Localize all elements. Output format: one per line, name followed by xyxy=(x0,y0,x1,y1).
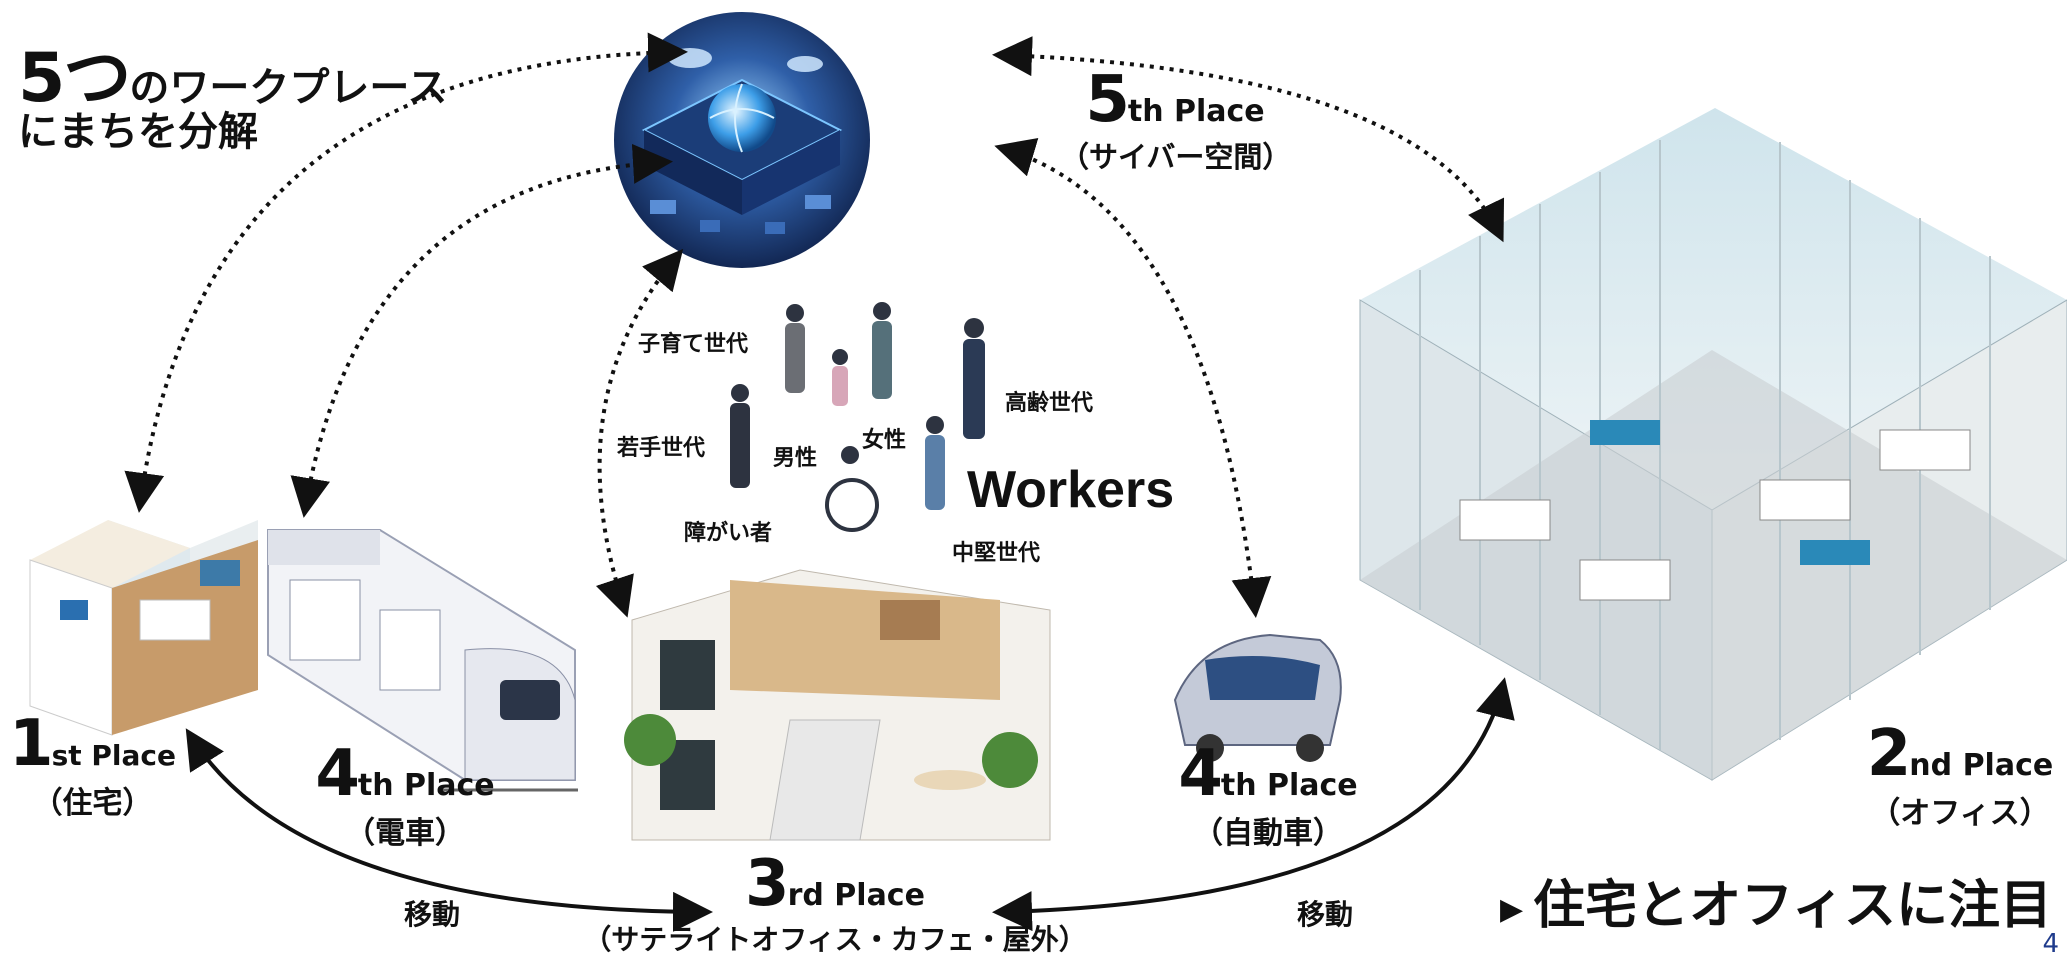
focus-callout: ▶住宅とオフィスに注目 xyxy=(1500,863,2052,938)
title-number: 5つ xyxy=(18,39,131,118)
cyber-space-illustration xyxy=(614,12,870,268)
place-5-sub: （サイバー空間） xyxy=(1060,140,1292,174)
place-5-number: 5 xyxy=(1085,63,1130,137)
group-elderly: 高齢世代 xyxy=(1005,391,1094,416)
group-young: 若手世代 xyxy=(617,436,706,461)
place-1-suffix: st Place xyxy=(51,739,176,772)
place-3-suffix: rd Place xyxy=(787,878,925,913)
office-illustration xyxy=(1359,108,2067,781)
play-triangle-icon: ▶ xyxy=(1500,891,1524,927)
house-room-illustration xyxy=(29,520,258,736)
group-female: 女性 xyxy=(862,428,907,453)
place-5-suffix: th Place xyxy=(1127,94,1265,129)
dotted-arrows xyxy=(124,32,1504,618)
place-3-number: 3 xyxy=(745,847,790,921)
group-mid-career: 中堅世代 xyxy=(952,541,1041,566)
place-4-train-sub: （電車） xyxy=(345,816,465,851)
place-2-label: 2nd Place （オフィス） xyxy=(1855,722,2065,832)
place-3-label: 3rd Place （サテライトオフィス・カフェ・屋外） xyxy=(560,852,1110,958)
place-4-car-suffix: th Place xyxy=(1220,768,1358,803)
place-1-number: 1 xyxy=(9,707,54,781)
place-2-number: 2 xyxy=(1866,717,1912,791)
movement-label-left: 移動 xyxy=(404,898,461,931)
focus-text: 住宅とオフィスに注目 xyxy=(1533,876,2053,936)
place-4-train-suffix: th Place xyxy=(357,768,495,803)
place-2-sub: （オフィス） xyxy=(1870,796,2050,831)
place-4-car-number: 4 xyxy=(1178,737,1223,811)
place-1-sub: （住宅） xyxy=(32,786,153,821)
movement-arrows xyxy=(185,677,1515,932)
place-2-suffix: nd Place xyxy=(1909,748,2054,783)
title-rest: のワークプレース xyxy=(129,65,448,111)
place-4-train-number: 4 xyxy=(315,737,360,811)
cafe-building-illustration xyxy=(624,569,1051,841)
place-4-car-label: 4th Place （自動車） xyxy=(1168,742,1368,852)
group-male: 男性 xyxy=(773,446,818,471)
place-4-car-sub: （自動車） xyxy=(1193,816,1343,851)
slide-title-line2: にまちを分解 xyxy=(18,109,258,155)
group-child-rearing: 子育て世代 xyxy=(638,332,749,357)
place-4-train-label: 4th Place （電車） xyxy=(305,742,505,852)
workers-illustration xyxy=(730,302,985,532)
place-1-label: 1st Place （住宅） xyxy=(0,712,185,822)
group-disabled: 障がい者 xyxy=(684,521,773,546)
place-5-label: 5th Place （サイバー空間） xyxy=(1060,68,1292,176)
workers-label: Workers xyxy=(967,461,1175,519)
place-3-sub: （サテライトオフィス・カフェ・屋外） xyxy=(583,923,1087,956)
page-number: 4 xyxy=(2042,929,2059,959)
movement-label-right: 移動 xyxy=(1297,898,1354,931)
slide-title-line1: 5つのワークプレース xyxy=(18,38,447,120)
